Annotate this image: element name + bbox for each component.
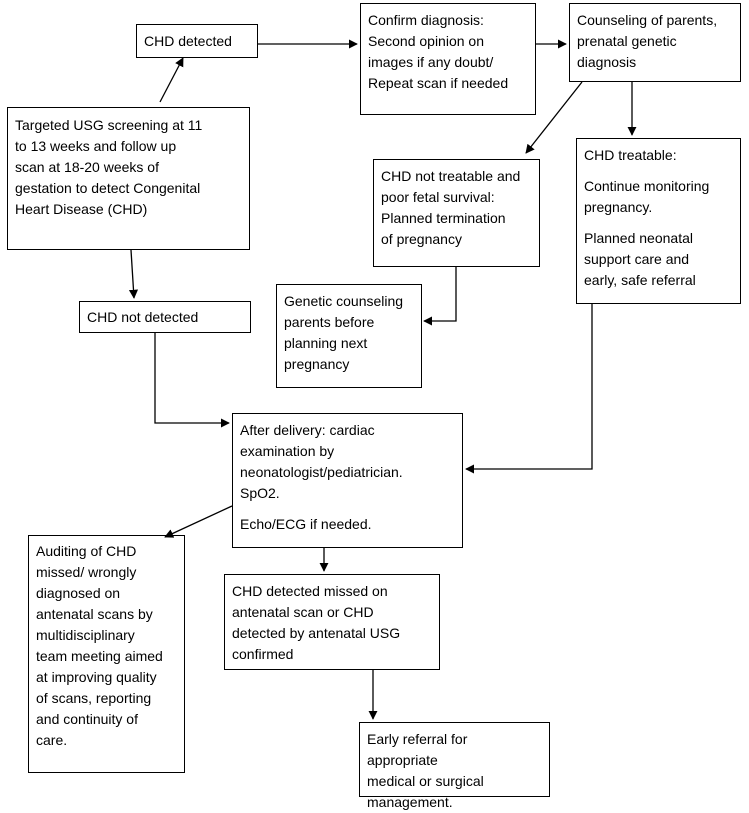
node-confirm-diagnosis-text: Confirm diagnosis: Second opinion on ima… (368, 12, 509, 91)
arrow-screening-to-detected (159, 57, 184, 103)
arrow-screening-to-not-detected (128, 249, 139, 299)
node-chd-detected-text: CHD detected (144, 33, 232, 49)
node-auditing: Auditing of CHD missed/ wrongly diagnose… (28, 535, 185, 773)
node-treatable: CHD treatable: Continue monitoring pregn… (576, 138, 741, 304)
node-after-delivery-echo: Echo/ECG if needed. (240, 516, 372, 532)
arrow-treatable-to-after-delivery (465, 304, 593, 474)
node-chd-detected: CHD detected (136, 24, 258, 58)
node-early-referral: Early referral for appropriate medical o… (359, 722, 550, 810)
node-genetic-counseling-text: Genetic counseling parents before planni… (284, 293, 404, 372)
node-counseling-parents-text: Counseling of parents, prenatal genetic … (577, 12, 718, 70)
node-counseling-parents: Counseling of parents, prenatal genetic … (569, 3, 741, 82)
node-missed-or-confirmed: CHD detected missed on antenatal scan or… (224, 574, 440, 670)
node-targeted-screening: Targeted USG screening at 11 to 13 weeks… (7, 107, 250, 250)
node-not-treatable: CHD not treatable and poor fetal surviva… (373, 159, 540, 267)
node-chd-not-detected: CHD not detected (79, 301, 251, 333)
node-genetic-counseling: Genetic counseling parents before planni… (276, 284, 422, 388)
node-auditing-text: Auditing of CHD missed/ wrongly diagnose… (36, 543, 163, 748)
arrow-not-detected-to-after-delivery (154, 333, 230, 428)
node-targeted-screening-text: Targeted USG screening at 11 to 13 weeks… (15, 117, 203, 217)
arrow-not-treatable-to-genetic (423, 267, 457, 326)
node-after-delivery-exam: After delivery: cardiac examination by n… (240, 422, 403, 501)
node-treatable-monitoring: Continue monitoring pregnancy. (584, 178, 710, 215)
arrow-after-delivery-to-auditing (164, 505, 233, 538)
node-confirm-diagnosis: Confirm diagnosis: Second opinion on ima… (360, 3, 536, 115)
node-early-referral-text: Early referral for appropriate medical o… (367, 731, 484, 810)
node-treatable-title: CHD treatable: (584, 147, 677, 163)
node-chd-not-detected-text: CHD not detected (87, 309, 199, 325)
arrow-counseling-to-not-treatable (525, 81, 583, 154)
node-missed-or-confirmed-text: CHD detected missed on antenatal scan or… (232, 583, 401, 662)
node-not-treatable-text: CHD not treatable and poor fetal surviva… (381, 168, 521, 247)
node-treatable-support: Planned neonatal support care and early,… (584, 230, 696, 288)
node-after-delivery: After delivery: cardiac examination by n… (232, 413, 463, 548)
